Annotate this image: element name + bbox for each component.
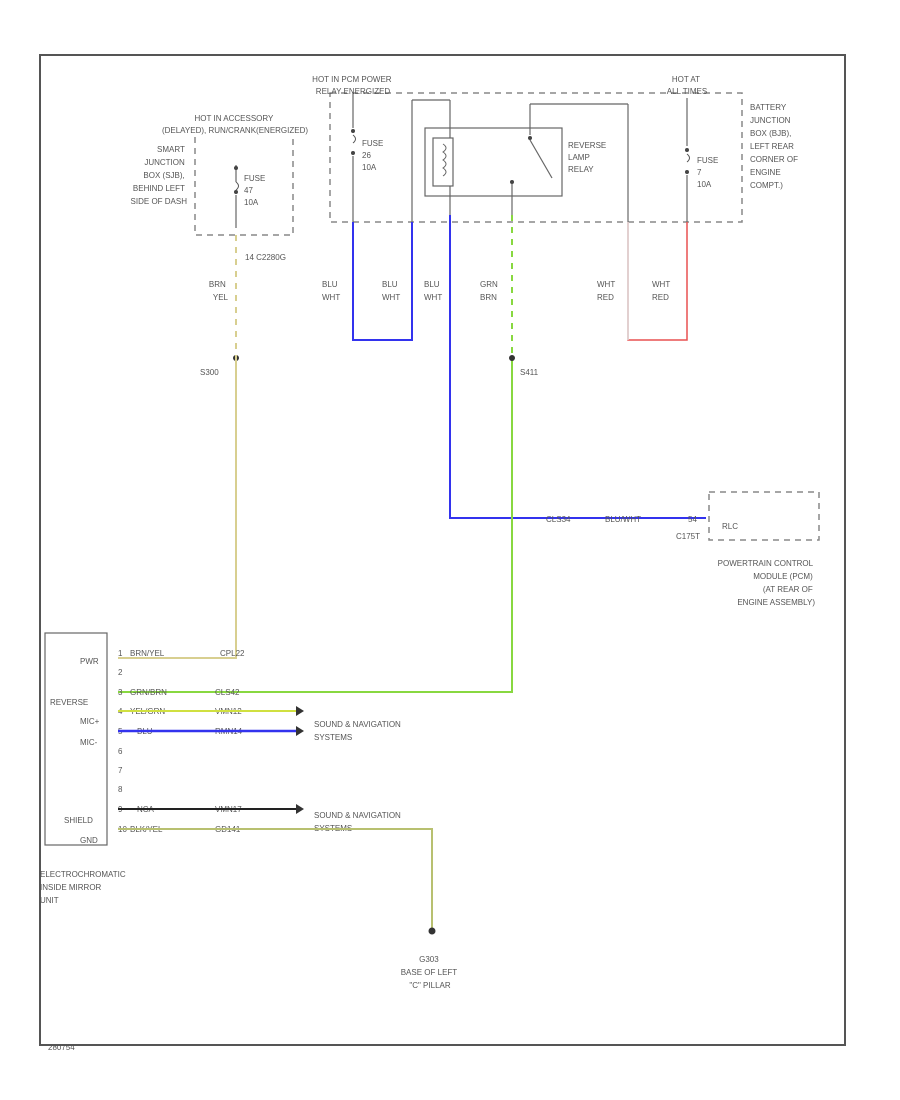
pin-mic-minus-label: MIC- — [80, 738, 98, 747]
mirror-unit-label: ELECTROCHROMATIC INSIDE MIRROR UNIT — [40, 870, 128, 905]
pcm-power-relay-box — [329, 92, 743, 223]
fuse-47-label: FUSE 47 10A — [244, 174, 268, 207]
pin-gnd-label: GND — [80, 836, 98, 845]
arrow-right-icon — [296, 706, 304, 716]
fuse-7-label: FUSE 7 10A — [697, 156, 721, 189]
wire-color-brn-yel: BRN YEL — [209, 280, 229, 302]
pcm-wire-color: BLU/WHT — [605, 515, 641, 524]
circuit-number: CPL22 — [220, 649, 245, 658]
fuse-26 — [351, 94, 450, 222]
pin-shield-label: SHIELD — [64, 816, 93, 825]
circuit-number: CLS42 — [215, 688, 240, 697]
splice-s411-label: S411 — [520, 368, 539, 377]
wire-brn-yel — [118, 358, 237, 659]
sjb-label: SMART JUNCTION BOX (SJB), BEHIND LEFT SI… — [131, 145, 188, 206]
pcm-connector-label: C175T — [676, 532, 700, 541]
wire-blk-yel-ground — [118, 828, 433, 930]
arrow-right-icon — [296, 804, 304, 814]
wire-grn-brn — [118, 358, 513, 693]
reverse-lamp-relay — [424, 100, 629, 222]
pcm-label: POWERTRAIN CONTROL MODULE (PCM) (AT REAR… — [718, 559, 816, 607]
hot-at-all-times-label: HOT AT ALL TIMES — [667, 75, 707, 96]
figure-id: 280754 — [48, 1043, 75, 1052]
wire-color-blu-wht-3: BLU WHT — [424, 280, 442, 302]
sound-nav-label-1: SOUND & NAVIGATION SYSTEMS — [314, 720, 403, 742]
ground-label: G303 BASE OF LEFT "C" PILLAR — [401, 955, 460, 990]
wire-color-blu-wht-2: BLU WHT — [382, 280, 400, 302]
pcm-signal-label: RLC — [722, 522, 738, 531]
mirror-pin-rows: 1 BRN/YEL CPL22 2 3 GRN/BRN CLS42 4 YEL/… — [118, 649, 245, 834]
connector-c2280-label: 14 C2280G — [245, 253, 286, 262]
ground-point — [428, 927, 436, 935]
pin-number: 1 — [118, 649, 123, 658]
pin-pwr-label: PWR — [80, 657, 99, 666]
pcm-pin-number: 54 — [688, 515, 697, 524]
pin-reverse-label: REVERSE — [50, 698, 88, 707]
pin-number: 6 — [118, 747, 123, 756]
bjb-label: BATTERY JUNCTION BOX (BJB), LEFT REAR CO… — [750, 103, 800, 190]
wire-color: GRN/BRN — [130, 688, 167, 697]
diagram-frame — [39, 54, 846, 1046]
pcm-box — [708, 491, 820, 541]
pin-mic-plus-label: MIC+ — [80, 717, 100, 726]
sjb-fuse-block — [194, 137, 294, 236]
arrow-right-icon — [296, 726, 304, 736]
wire-color-blu-wht-1: BLU WHT — [322, 280, 340, 302]
wire-blu-wht-to-pcm — [449, 215, 706, 519]
fuse-26-label: FUSE 26 10A — [362, 139, 386, 172]
pin-number: 7 — [118, 766, 123, 775]
pin-number: 3 — [118, 688, 123, 697]
hot-in-pcm-power-label: HOT IN PCM POWER RELAY ENERGIZED — [312, 75, 394, 96]
splice-s411 — [509, 355, 515, 361]
hot-in-accessory-label: HOT IN ACCESSORY (DELAYED), RUN/CRANK(EN… — [162, 114, 308, 135]
wire-color-grn-brn: GRN BRN — [480, 280, 500, 302]
fuse-7 — [685, 98, 690, 222]
wire-color: BRN/YEL — [130, 649, 165, 658]
wire-blu-wht-loop — [352, 222, 413, 341]
wire-color-wht-red-2: WHT RED — [652, 280, 672, 302]
pin-number: 8 — [118, 785, 123, 794]
mirror-unit-box — [44, 632, 108, 846]
reverse-lamp-relay-label: REVERSE LAMP RELAY — [568, 141, 608, 174]
wire-color-wht-red-1: WHT RED — [597, 280, 617, 302]
pin-number: 2 — [118, 668, 123, 677]
splice-s300-label: S300 — [200, 368, 219, 377]
pcm-wire-circuit: CLS34 — [546, 515, 571, 524]
